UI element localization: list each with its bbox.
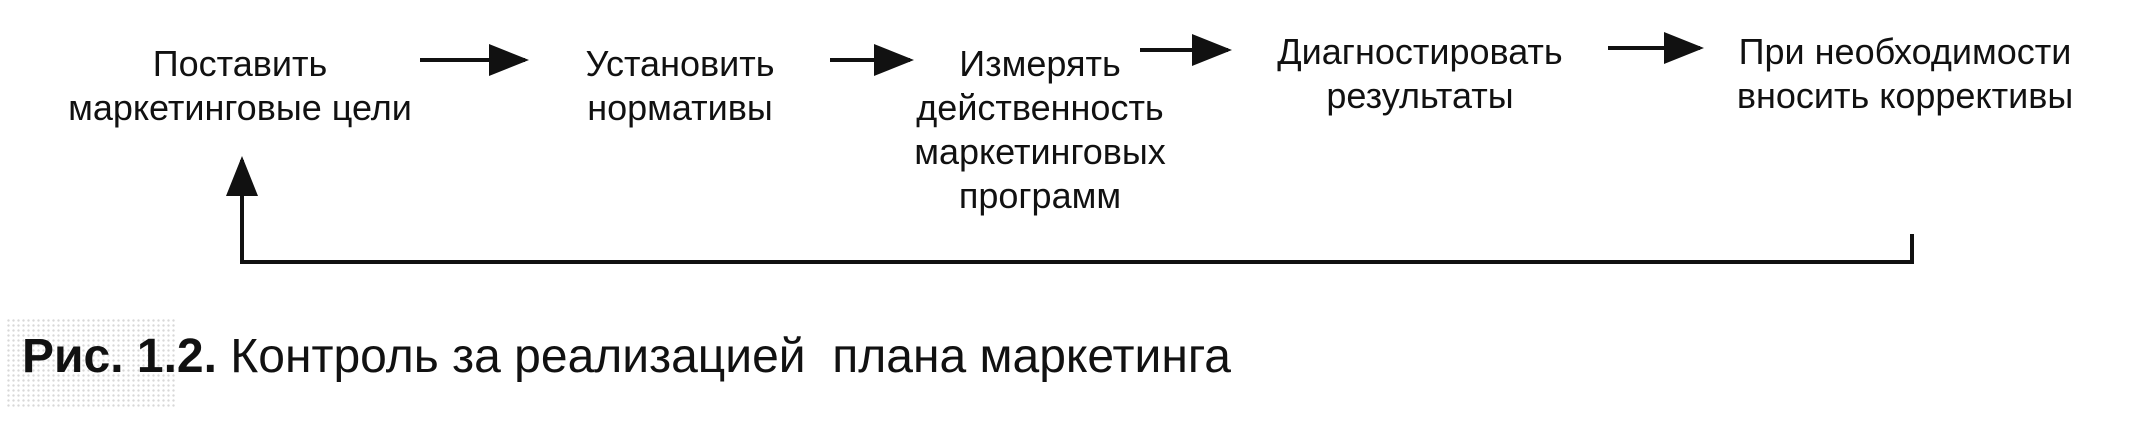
- node-set-marketing-goals: Поставить маркетинговые цели: [40, 42, 440, 130]
- node-line: нормативы: [587, 87, 773, 128]
- node-make-corrections: При необходимости вносить коррективы: [1700, 30, 2110, 118]
- node-line: Поставить: [152, 43, 328, 84]
- figure-caption-label: Рис. 1.2.: [22, 330, 217, 383]
- node-line: Диагностировать: [1277, 31, 1563, 72]
- node-line: При необходимости: [1738, 31, 2072, 72]
- node-line: программ: [958, 175, 1122, 216]
- node-line: вносить коррективы: [1736, 75, 2074, 116]
- node-line: действенность: [916, 87, 1164, 128]
- caption-halftone-decoration: [6, 318, 176, 408]
- node-line: маркетинговых: [914, 131, 1166, 172]
- node-line: Установить: [585, 43, 775, 84]
- node-line: маркетинговые цели: [68, 87, 412, 128]
- figure-caption: Рис. 1.2. Контроль за реализацией плана …: [22, 328, 1231, 386]
- node-set-standards: Установить нормативы: [550, 42, 810, 130]
- node-diagnose-results: Диагностировать результаты: [1230, 30, 1610, 118]
- figure-caption-text: Контроль за реализацией плана маркетинга: [230, 330, 1231, 383]
- edge-n5-n1-feedback: [226, 156, 1914, 264]
- node-line: результаты: [1326, 75, 1514, 116]
- node-measure-effectiveness: Измерять действенность маркетинговых про…: [860, 42, 1220, 218]
- node-line: Измерять: [959, 43, 1121, 84]
